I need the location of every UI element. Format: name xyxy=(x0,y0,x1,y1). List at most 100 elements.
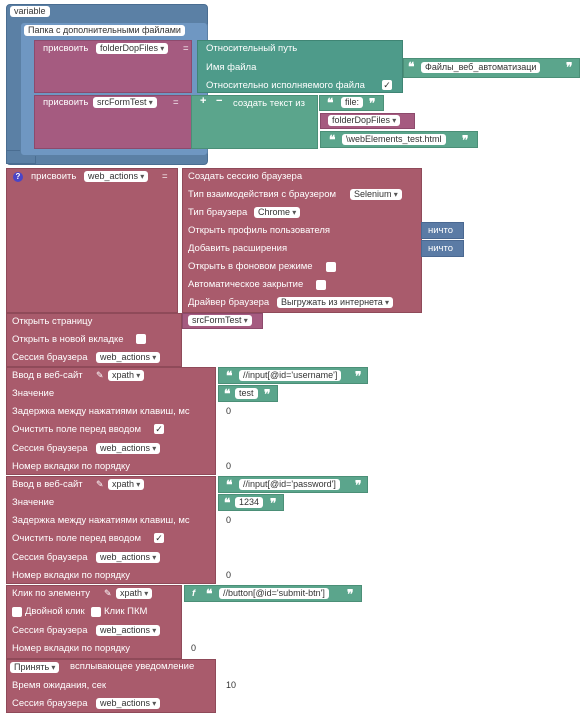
minus-icon[interactable]: − xyxy=(216,95,223,107)
tab-number-label: Номер вкладки по порядку xyxy=(12,570,131,581)
quote-open-icon: ❝ xyxy=(226,478,233,492)
variable-label[interactable]: variable xyxy=(10,6,50,17)
add-ext-value: ничто xyxy=(428,243,454,254)
quote-close-icon: ❞ xyxy=(355,478,362,492)
assign-label: присвоить xyxy=(43,43,89,54)
help-icon[interactable]: ? xyxy=(13,172,23,182)
relative-path-block[interactable] xyxy=(197,40,403,93)
wait-label: Время ожидания, сек xyxy=(12,680,107,691)
auto-close-checkbox[interactable] xyxy=(316,280,326,290)
session-label: Сессия браузера xyxy=(12,698,88,709)
value-label: Значение xyxy=(12,497,55,508)
driver-label: Драйвер браузера xyxy=(188,297,270,308)
relative-exe-checkbox[interactable]: ✓ xyxy=(382,80,392,90)
background-mode-checkbox[interactable] xyxy=(326,262,336,272)
selector-mode-dropdown[interactable]: xpath xyxy=(108,370,145,381)
xpath-password-value[interactable]: //input[@id='password'] xyxy=(239,479,340,490)
auto-close-label: Автоматическое закрытие xyxy=(188,279,304,290)
session-dropdown[interactable]: web_actions xyxy=(96,625,161,636)
function-icon: f xyxy=(192,588,196,599)
browser-type-label: Тип браузера xyxy=(188,207,248,218)
quote-close-icon: ❞ xyxy=(347,587,354,601)
pencil-icon[interactable]: ✎ xyxy=(96,479,104,489)
input-password-block[interactable] xyxy=(6,476,216,584)
wait-input[interactable]: 10 xyxy=(222,680,241,691)
driver-dropdown[interactable]: Выгружать из интернета xyxy=(277,297,394,308)
open-profile-value: ничто xyxy=(428,225,454,236)
clear-label: Очистить поле перед вводом xyxy=(12,424,142,435)
tab-number-input[interactable]: 0 xyxy=(222,570,236,581)
equals-sign: = xyxy=(183,43,189,54)
folder-label[interactable]: Папка с дополнительными файлами xyxy=(24,25,185,36)
open-page-value[interactable]: srcFormTest xyxy=(188,315,252,326)
session-dropdown[interactable]: web_actions xyxy=(96,698,161,709)
right-click-label: Клик ПКМ xyxy=(104,606,148,617)
click-label: Клик по элементу xyxy=(12,588,90,599)
file-name-label: Имя файла xyxy=(206,62,257,73)
relative-exe-label: Относительно исполняемого файла xyxy=(206,80,365,91)
double-click-checkbox[interactable] xyxy=(12,607,22,617)
click-element-block[interactable] xyxy=(6,585,182,659)
assign-label-2: присвоить xyxy=(43,97,89,108)
quote-open-icon: ❝ xyxy=(206,587,213,601)
quote-open-icon: ❝ xyxy=(329,133,336,147)
pencil-icon[interactable]: ✎ xyxy=(104,588,112,598)
session-label: Сессия браузера xyxy=(12,625,88,636)
equals-sign-3: = xyxy=(162,171,168,182)
quote-open-icon: ❝ xyxy=(327,96,334,110)
tab-number-label: Номер вкладки по порядку xyxy=(12,643,131,654)
input-label: Ввод в веб-сайт xyxy=(12,479,83,490)
input-username-block[interactable] xyxy=(6,367,216,475)
interaction-type-dropdown[interactable]: Selenium xyxy=(350,189,402,200)
value-input[interactable]: test xyxy=(235,388,258,399)
double-click-label: Двойной клик xyxy=(25,606,85,617)
session-label: Сессия браузера xyxy=(12,352,88,363)
create-text-block[interactable] xyxy=(191,95,318,149)
open-profile-value-block[interactable] xyxy=(421,222,464,239)
pencil-icon[interactable]: ✎ xyxy=(96,370,104,380)
var-web-actions[interactable]: web_actions xyxy=(84,171,149,182)
selector-mode-dropdown[interactable]: xpath xyxy=(108,479,145,490)
plus-icon[interactable]: + xyxy=(200,95,207,107)
add-ext-value-block[interactable] xyxy=(421,240,464,257)
xpath-username-value[interactable]: //input[@id='username'] xyxy=(239,370,342,381)
input-label: Ввод в веб-сайт xyxy=(12,370,83,381)
xpath-button-value[interactable]: //button[@id='submit-btn'] xyxy=(219,588,329,599)
delay-label: Задержка между нажатиями клавиш, мс xyxy=(12,406,190,417)
delay-input[interactable]: 0 xyxy=(222,515,236,526)
right-click-checkbox[interactable] xyxy=(91,607,101,617)
clear-checkbox[interactable]: ✓ xyxy=(154,533,164,543)
clear-checkbox[interactable]: ✓ xyxy=(154,424,164,434)
delay-label: Задержка между нажатиями клавиш, мс xyxy=(12,515,190,526)
value-label: Значение xyxy=(12,388,55,399)
delay-input[interactable]: 0 xyxy=(222,406,236,417)
tab-number-input[interactable]: 0 xyxy=(222,461,236,472)
text-part-2[interactable]: folderDopFiles xyxy=(328,115,401,126)
create-session-label: Создать сессию браузера xyxy=(188,171,303,182)
selector-mode-dropdown[interactable]: xpath xyxy=(116,588,153,599)
new-tab-checkbox[interactable] xyxy=(136,334,146,344)
session-dropdown[interactable]: web_actions xyxy=(96,443,161,454)
value-input[interactable]: 1234 xyxy=(235,497,264,508)
text-part-1[interactable]: file: xyxy=(341,97,364,108)
background-mode-label: Открыть в фоновом режиме xyxy=(188,261,313,272)
file-name-value[interactable]: Файлы_веб_автоматизаци xyxy=(421,62,541,73)
session-dropdown[interactable]: web_actions xyxy=(96,352,161,363)
assign-session-block[interactable] xyxy=(6,168,178,313)
equals-sign-2: = xyxy=(173,97,179,108)
quote-close-icon: ❞ xyxy=(264,387,271,401)
alert-label: всплывающее уведомление xyxy=(70,661,195,672)
var-srcformtest[interactable]: srcFormTest xyxy=(93,97,157,108)
create-text-label: создать текст из xyxy=(233,98,305,109)
add-ext-label: Добавить расширения xyxy=(188,243,288,254)
open-profile-label: Открыть профиль пользователя xyxy=(188,225,331,236)
open-page-label: Открыть страницу xyxy=(12,316,93,327)
quote-close-icon: ❞ xyxy=(369,96,376,110)
var-folderdopfiles[interactable]: folderDopFiles xyxy=(96,43,169,54)
browser-type-dropdown[interactable]: Chrome xyxy=(254,207,301,218)
session-dropdown[interactable]: web_actions xyxy=(96,552,161,563)
quote-open-icon: ❝ xyxy=(408,60,415,74)
text-part-3[interactable]: \webElements_test.html xyxy=(342,134,446,145)
tab-number-input[interactable]: 0 xyxy=(187,643,201,654)
alert-action-dropdown[interactable]: Принять xyxy=(10,662,60,673)
